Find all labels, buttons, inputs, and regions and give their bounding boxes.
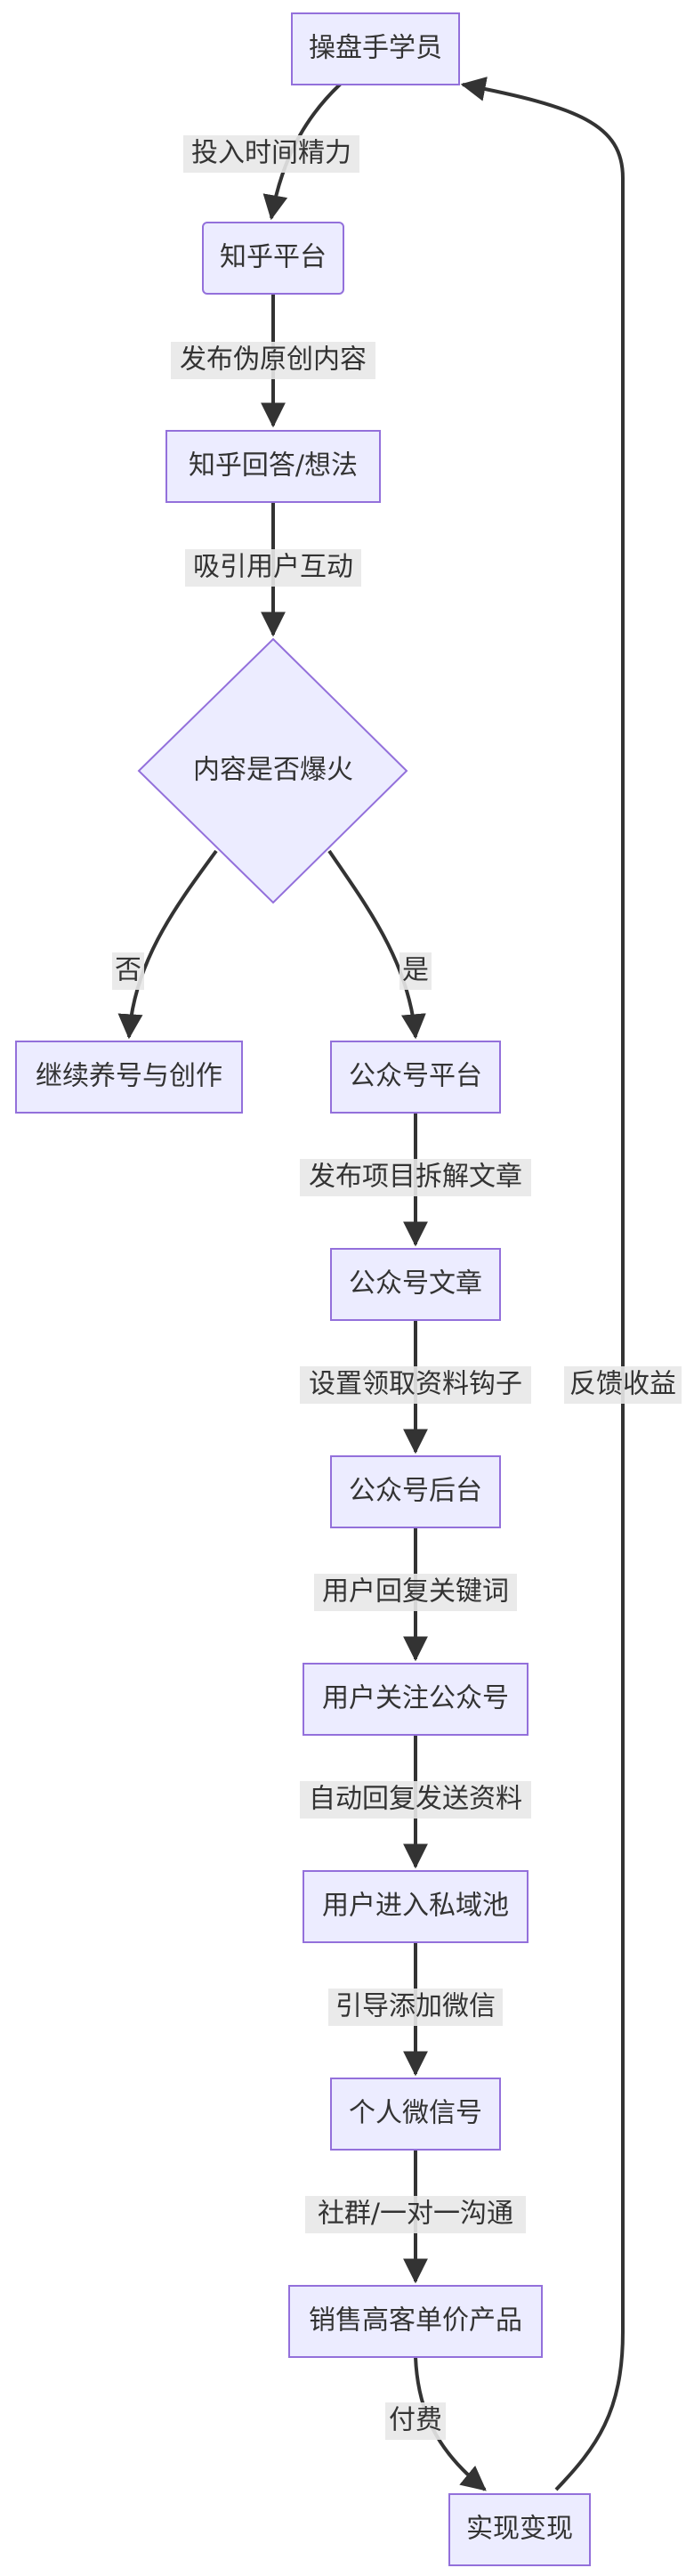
edge-label-no: 否 bbox=[112, 952, 144, 990]
edge-label-community: 社群/一对一沟通 bbox=[305, 2196, 526, 2233]
svg-text:销售高客单价产品: 销售高客单价产品 bbox=[309, 2305, 522, 2337]
svg-text:公众号后台: 公众号后台 bbox=[349, 1476, 482, 1507]
svg-text:反馈收益: 反馈收益 bbox=[569, 1369, 676, 1400]
svg-text:实现变现: 实现变现 bbox=[466, 2514, 573, 2545]
node-zhihu-answer[interactable]: 知乎回答/想法 bbox=[165, 430, 381, 503]
node-private-pool[interactable]: 用户进入私域池 bbox=[303, 1870, 529, 1943]
svg-text:社群/一对一沟通: 社群/一对一沟通 bbox=[318, 2199, 513, 2230]
edge-label-guide-wechat: 引导添加微信 bbox=[328, 1989, 503, 2026]
edge-question-yes bbox=[327, 849, 426, 1040]
svg-text:投入时间精力: 投入时间精力 bbox=[191, 138, 351, 169]
node-personal-wechat[interactable]: 个人微信号 bbox=[330, 2078, 501, 2151]
svg-text:吸引用户互动: 吸引用户互动 bbox=[193, 552, 353, 583]
edge-label-attract-users: 吸引用户互动 bbox=[185, 549, 361, 587]
node-monetize[interactable]: 实现变现 bbox=[448, 2493, 591, 2566]
svg-text:是: 是 bbox=[402, 955, 429, 986]
edge-label-yes: 是 bbox=[399, 952, 432, 990]
svg-text:用户进入私域池: 用户进入私域池 bbox=[322, 1891, 509, 1922]
node-wechat-article[interactable]: 公众号文章 bbox=[330, 1248, 501, 1321]
svg-text:知乎回答/想法: 知乎回答/想法 bbox=[189, 450, 358, 482]
svg-text:公众号平台: 公众号平台 bbox=[349, 1061, 482, 1092]
edge-label-auto-reply: 自动回复发送资料 bbox=[300, 1781, 531, 1819]
svg-text:付费: 付费 bbox=[389, 2405, 442, 2436]
edge-label-invest-time: 投入时间精力 bbox=[183, 135, 359, 173]
svg-text:用户回复关键词: 用户回复关键词 bbox=[322, 1576, 509, 1608]
node-wechat-platform[interactable]: 公众号平台 bbox=[330, 1041, 501, 1114]
edge-question-no bbox=[117, 849, 218, 1040]
edge-monetize-trader bbox=[460, 77, 625, 2491]
svg-text:否: 否 bbox=[115, 955, 141, 986]
svg-text:继续养号与创作: 继续养号与创作 bbox=[36, 1061, 222, 1092]
edge-label-set-hook: 设置领取资料钩子 bbox=[300, 1366, 531, 1404]
node-viral-question[interactable]: 内容是否爆火 bbox=[137, 637, 408, 904]
node-sell-product[interactable]: 销售高客单价产品 bbox=[288, 2285, 543, 2358]
svg-text:公众号文章: 公众号文章 bbox=[349, 1268, 482, 1300]
svg-text:知乎平台: 知乎平台 bbox=[220, 242, 327, 273]
edge-label-user-reply: 用户回复关键词 bbox=[314, 1574, 517, 1611]
edge-label-publish-pseudo: 发布伪原创内容 bbox=[171, 342, 375, 379]
node-zhihu-platform[interactable]: 知乎平台 bbox=[202, 222, 344, 295]
node-user-follow[interactable]: 用户关注公众号 bbox=[303, 1663, 529, 1736]
svg-text:引导添加微信: 引导添加微信 bbox=[335, 1991, 496, 2022]
node-keep-creating[interactable]: 继续养号与创作 bbox=[15, 1041, 243, 1114]
edge-label-feedback: 反馈收益 bbox=[564, 1366, 682, 1404]
svg-text:个人微信号: 个人微信号 bbox=[349, 2098, 482, 2129]
nodes: 操盘手学员 知乎平台 知乎回答/想法 内容是否爆火 继续养号与创作 公众号平台 … bbox=[15, 12, 591, 2566]
svg-text:用户关注公众号: 用户关注公众号 bbox=[322, 1683, 509, 1714]
svg-text:自动回复发送资料: 自动回复发送资料 bbox=[309, 1784, 522, 1815]
svg-text:设置领取资料钩子: 设置领取资料钩子 bbox=[309, 1369, 522, 1400]
svg-text:内容是否爆火: 内容是否爆火 bbox=[193, 755, 353, 786]
node-wechat-backend[interactable]: 公众号后台 bbox=[330, 1455, 501, 1528]
edge-label-publish-breakdown: 发布项目拆解文章 bbox=[300, 1159, 531, 1196]
edge-labels: 投入时间精力 发布伪原创内容 吸引用户互动 否 是 发布项目拆解文章 设置领取资… bbox=[112, 135, 682, 2440]
edge-label-pay: 付费 bbox=[385, 2402, 446, 2440]
svg-text:发布项目拆解文章: 发布项目拆解文章 bbox=[309, 1162, 522, 1193]
svg-text:发布伪原创内容: 发布伪原创内容 bbox=[180, 344, 367, 376]
svg-text:操盘手学员: 操盘手学员 bbox=[309, 33, 442, 64]
node-trader[interactable]: 操盘手学员 bbox=[291, 12, 460, 85]
